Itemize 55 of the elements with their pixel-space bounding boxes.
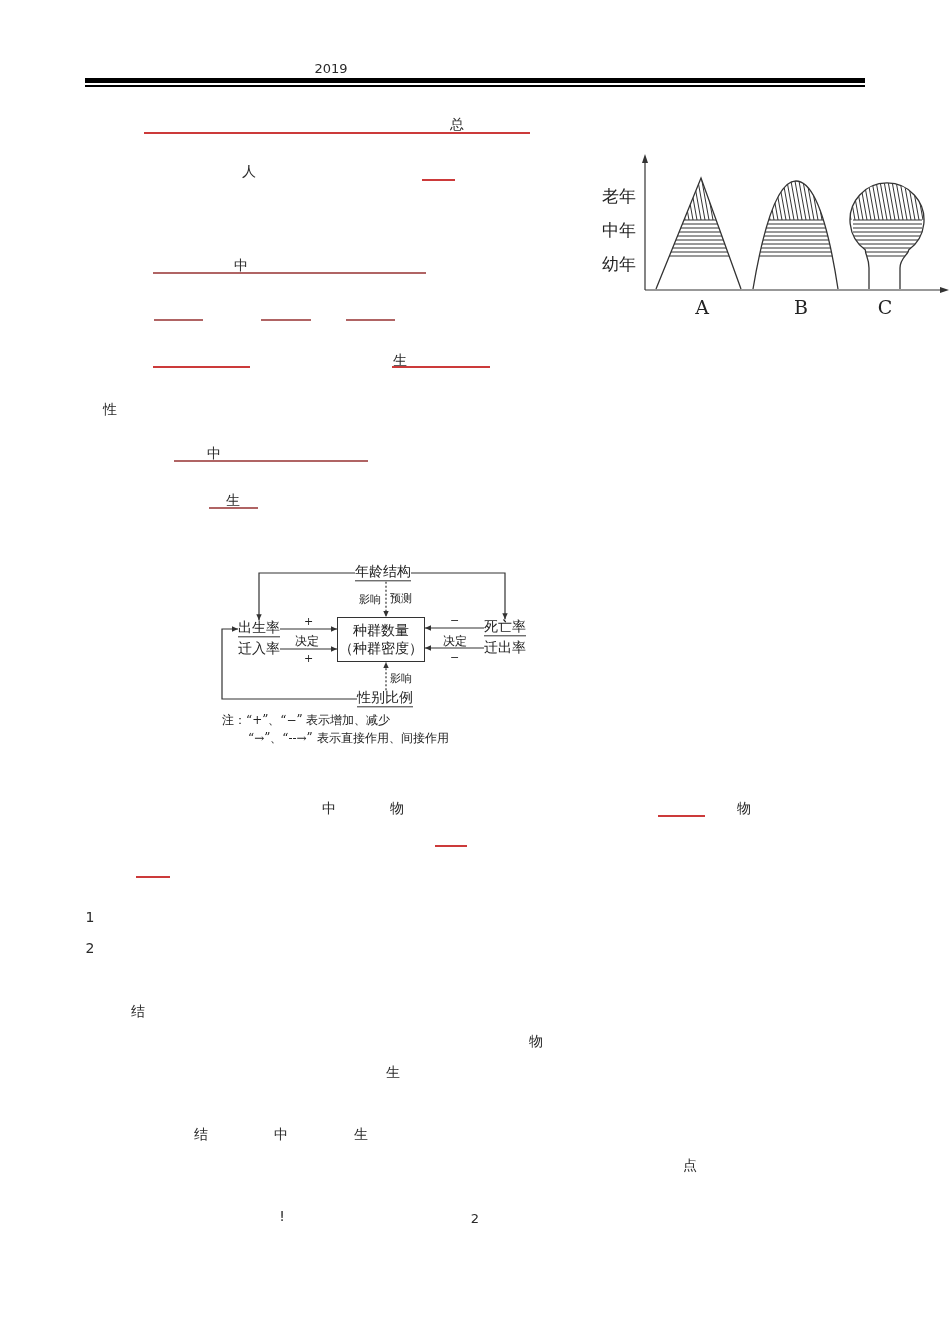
annotation-text: 预测 — [390, 592, 412, 604]
population-box — [337, 617, 425, 662]
text-fragment: 生 — [354, 1127, 368, 1141]
factor-label: 年龄结构 — [355, 564, 411, 582]
factor-label: 出生率 — [238, 620, 280, 638]
edge-label: 影响 — [358, 593, 382, 605]
arrow — [221, 626, 358, 700]
text-fragment: 生 — [393, 353, 407, 367]
edge-label: + — [302, 652, 315, 664]
pyramid-type-label: A — [695, 297, 709, 317]
page-number: 2 — [470, 1211, 480, 1225]
arrow — [424, 625, 485, 631]
factor-label: 死亡率 — [484, 619, 526, 637]
text-fragment: 点 — [683, 1158, 697, 1172]
factor-label: 迁入率 — [238, 641, 280, 657]
annotation-text: 决定 — [443, 635, 467, 647]
text-fragment: 物 — [390, 801, 404, 815]
text-fragment: 中 — [274, 1127, 288, 1141]
factor-label: 性别比例 — [357, 690, 413, 708]
text-fragment: 人 — [242, 164, 256, 178]
text-fragment: 生 — [226, 493, 240, 507]
arrow — [279, 646, 338, 652]
arrow — [410, 572, 508, 620]
arrow — [256, 572, 356, 621]
pyramid-type-label: B — [794, 297, 808, 317]
factor-label: 迁出率 — [484, 640, 526, 656]
text-fragment: 物 — [737, 801, 751, 815]
text-fragment: 总 — [450, 117, 464, 131]
box-text: （种群密度） — [339, 641, 423, 657]
arrow — [279, 626, 338, 632]
text-fragment: 中 — [322, 801, 336, 815]
list-number: 2 — [85, 941, 95, 955]
note-text: “→”、“--→” 表示直接作用、间接作用 — [248, 732, 449, 744]
age-group-label: 中年 — [602, 221, 636, 239]
arrow — [424, 645, 485, 651]
edge-label: 影响 — [389, 672, 413, 684]
text-fragment: ! — [279, 1209, 285, 1223]
list-number: 1 — [85, 910, 95, 924]
age-group-label: 幼年 — [602, 255, 636, 273]
edge-label: + — [302, 615, 315, 627]
text-fragment: 中 — [234, 258, 248, 272]
header-year: 2019 — [314, 61, 348, 75]
age-group-label: 老年 — [602, 187, 636, 205]
annotation-text: 决定 — [295, 635, 319, 647]
note-text: 注：“+”、“−” 表示增加、减少 — [222, 714, 391, 726]
text-fragment: 性 — [103, 402, 117, 416]
pyramid-type-label: C — [877, 297, 893, 317]
text-fragment: 中 — [207, 446, 221, 460]
dashed-arrow — [383, 581, 389, 618]
box-text: 种群数量 — [353, 622, 409, 638]
text-fragment: 生 — [386, 1065, 400, 1079]
text-fragment: 物 — [529, 1034, 543, 1048]
text-fragment: 结 — [194, 1127, 208, 1141]
dashed-arrow — [383, 661, 389, 691]
text-fragment: 结 — [131, 1004, 145, 1018]
